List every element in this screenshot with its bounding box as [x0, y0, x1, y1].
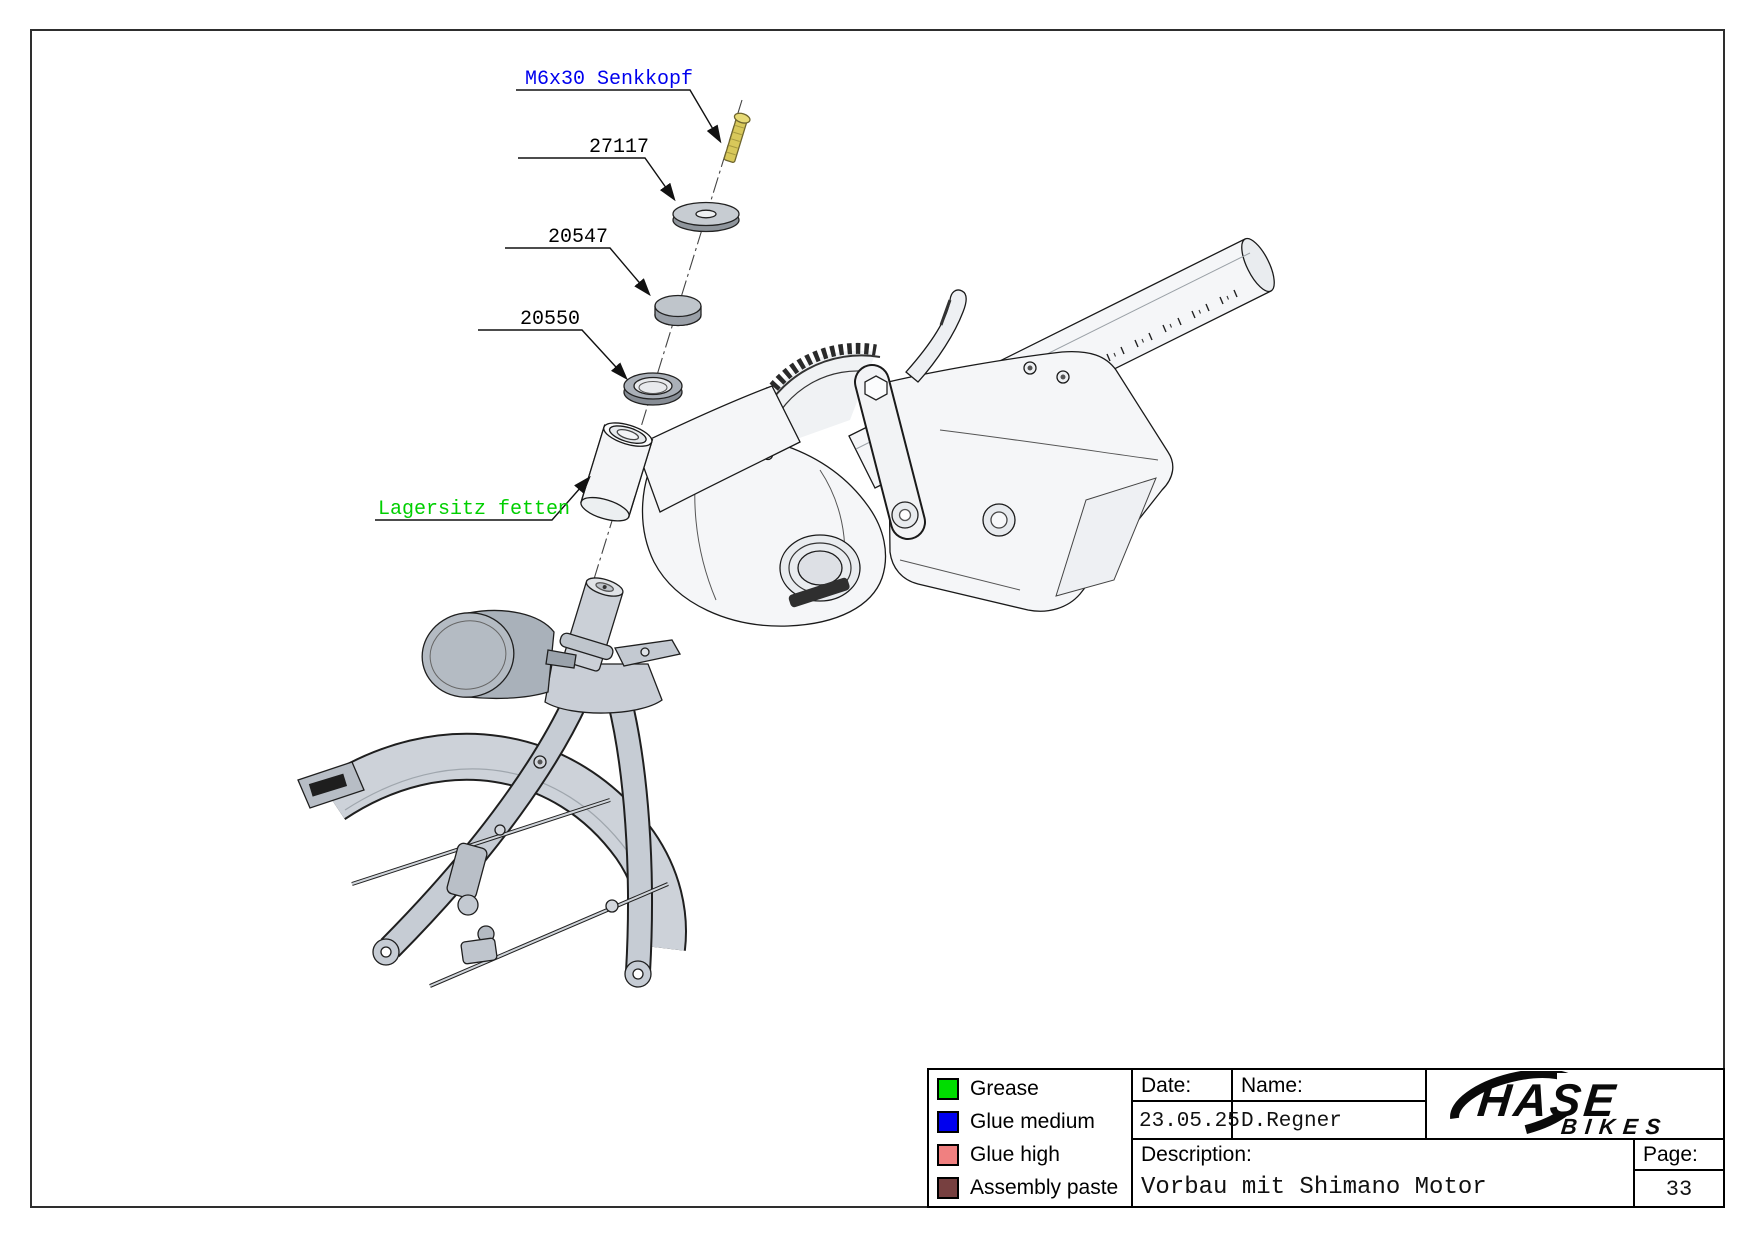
grease-color-swatch: [937, 1077, 959, 1100]
leader-20547: [505, 247, 651, 297]
drawing-border-frame: [30, 29, 1725, 1208]
description-value: Vorbau mit Shimano Motor: [1141, 1174, 1487, 1201]
title-block: Grease Glue medium Glue high Assembly pa…: [927, 1068, 1725, 1208]
stem-motor-assembly: [580, 237, 1275, 627]
fork-crown: [544, 663, 663, 714]
bearing-cup-20547: [654, 294, 702, 327]
bearing-ring-20550: [623, 372, 683, 406]
leader-screw: [516, 89, 722, 144]
motor-brand-band: [788, 577, 850, 608]
annotation-20547: 20547: [548, 226, 608, 249]
annotation-screw: M6x30 Senkkopf: [525, 68, 693, 91]
leader-20550: [478, 329, 628, 381]
name-value: D.Regner: [1233, 1102, 1427, 1140]
page-header: Page:: [1635, 1140, 1723, 1171]
exploded-centerline: [589, 99, 743, 593]
color-legend: Grease Glue medium Glue high Assembly pa…: [929, 1070, 1133, 1206]
folding-linkage-arm: [854, 364, 926, 540]
steerer-tube: [559, 577, 624, 672]
legend-label: Grease: [970, 1076, 1039, 1100]
annotation-grease-note: Lagersitz fetten: [378, 498, 570, 521]
legend-label: Assembly paste: [970, 1175, 1119, 1199]
cover-disc-27117: [672, 201, 740, 233]
name-header: Name:: [1233, 1070, 1427, 1102]
stem-tube: [635, 385, 801, 513]
stem-clamp-housing: [887, 350, 1174, 612]
headlight: [421, 609, 577, 700]
legend-label: Glue high: [970, 1142, 1060, 1166]
glue-medium-color-swatch: [937, 1110, 959, 1133]
description-cell: Description: Vorbau mit Shimano Motor: [1133, 1140, 1635, 1206]
legend-item-glue-high: Glue high: [929, 1139, 1131, 1171]
description-header: Description:: [1141, 1143, 1252, 1166]
hase-bikes-logo: HASE BIKES: [1427, 1070, 1723, 1140]
legend-item-grease: Grease: [929, 1073, 1131, 1105]
assembly-paste-color-swatch: [937, 1176, 959, 1199]
page-number: 33: [1665, 1177, 1693, 1202]
glue-high-color-swatch: [937, 1143, 959, 1166]
fork-assembly: [297, 577, 687, 988]
legend-item-assembly-paste: Assembly paste: [929, 1172, 1131, 1204]
annotation-27117: 27117: [589, 136, 649, 159]
logo-text-bikes: BIKES: [1560, 1114, 1670, 1137]
brake-linkage: [351, 755, 669, 988]
legend-item-glue-medium: Glue medium: [929, 1106, 1131, 1138]
screw-m6x30: [723, 112, 751, 163]
annotation-20550: 20550: [520, 308, 580, 331]
logo-text-hase: HASE: [1475, 1074, 1620, 1126]
front-fender: [297, 732, 687, 951]
fork-legs: [372, 694, 653, 988]
leader-grease-note: [375, 475, 591, 521]
date-header: Date:: [1133, 1070, 1233, 1102]
date-value: 23.05.25: [1133, 1102, 1240, 1140]
legend-label: Glue medium: [970, 1109, 1095, 1133]
leader-27117: [518, 157, 676, 202]
